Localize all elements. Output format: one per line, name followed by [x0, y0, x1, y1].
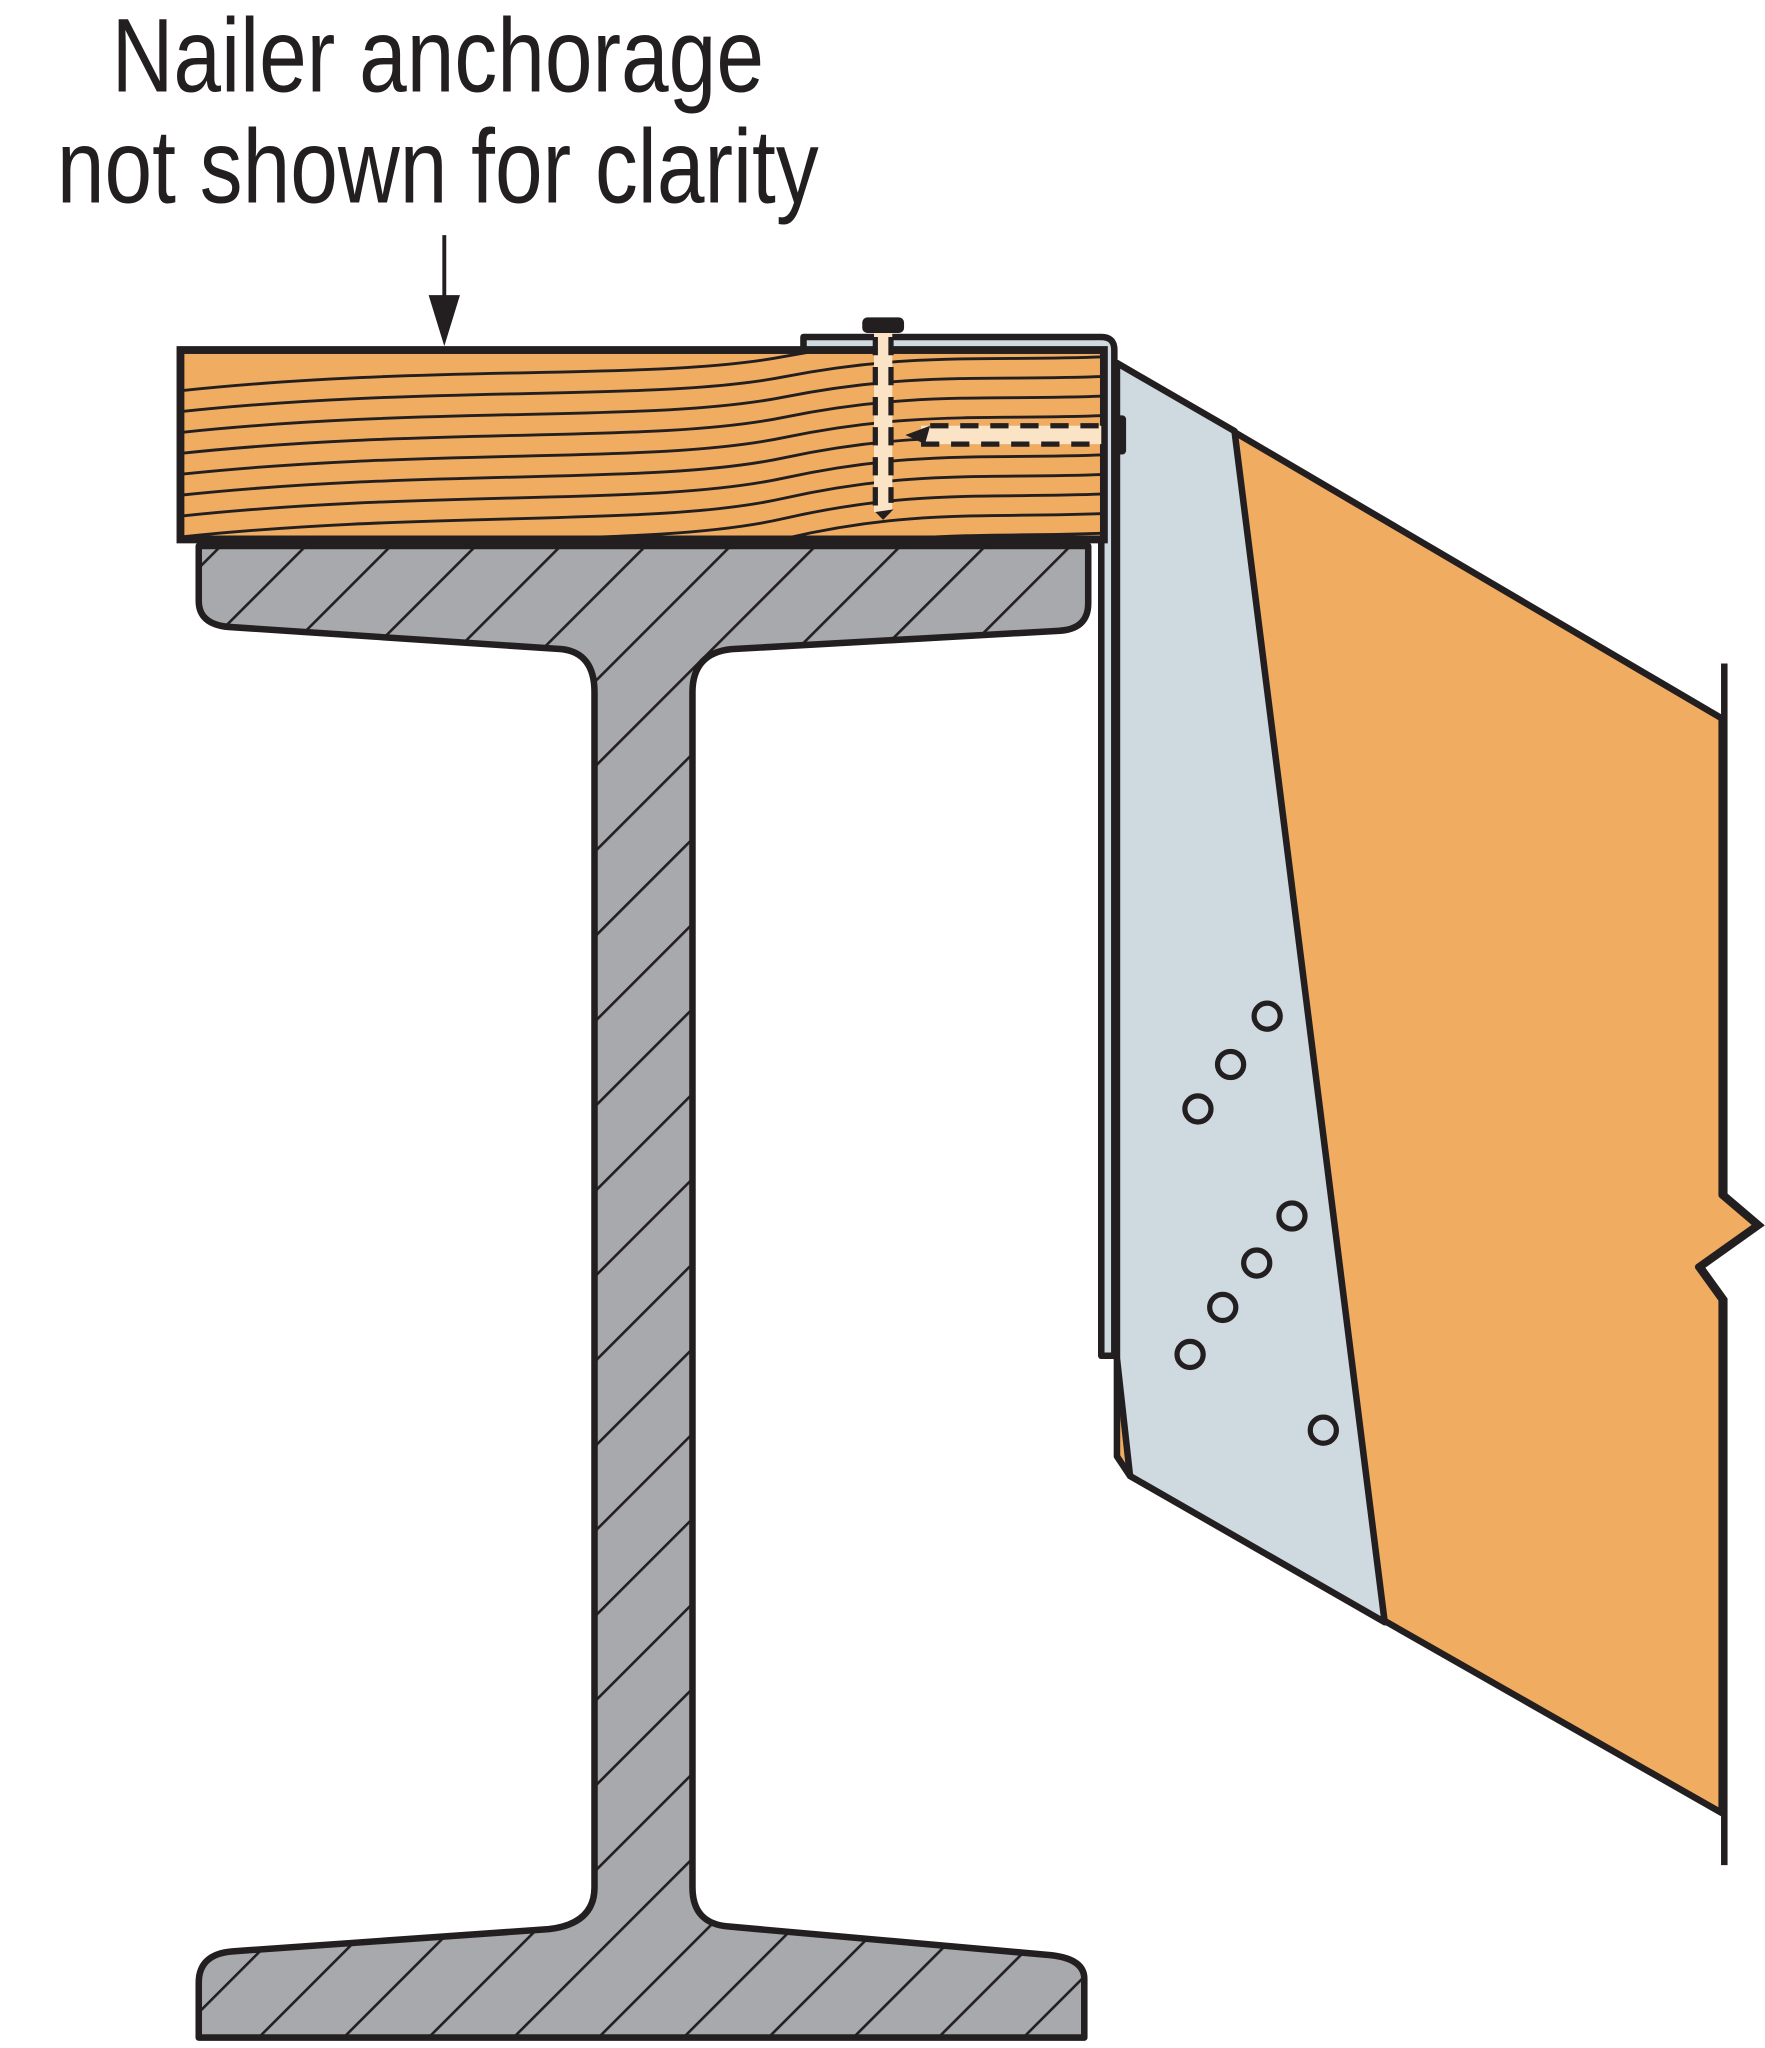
break-line — [1696, 663, 1765, 1866]
wood-grain-line — [180, 394, 1104, 455]
wood-grain-line — [180, 374, 1104, 434]
nail-holes — [1174, 1000, 1339, 1446]
wood-grain-line — [774, 512, 1104, 540]
wood-grain-line — [180, 414, 1104, 476]
joist-hanger — [800, 333, 1388, 1626]
callout-label: Nailer anchorage not shown for clarity — [57, 0, 819, 225]
wood-grain-line — [180, 472, 1104, 539]
callout-line-1: Nailer anchorage — [112, 0, 764, 114]
wood-grain-line — [180, 453, 1104, 518]
wood-grain-line — [887, 531, 1104, 540]
nails — [862, 317, 1102, 520]
wood-grain-line — [180, 355, 1104, 414]
callout-arrow — [428, 235, 460, 347]
nail-head-icon — [1114, 415, 1127, 455]
wood-grain-line — [466, 492, 1104, 540]
steel-i-beam — [195, 542, 1092, 2041]
callout-line-2: not shown for clarity — [57, 109, 819, 225]
wood-grain-line — [180, 350, 833, 393]
